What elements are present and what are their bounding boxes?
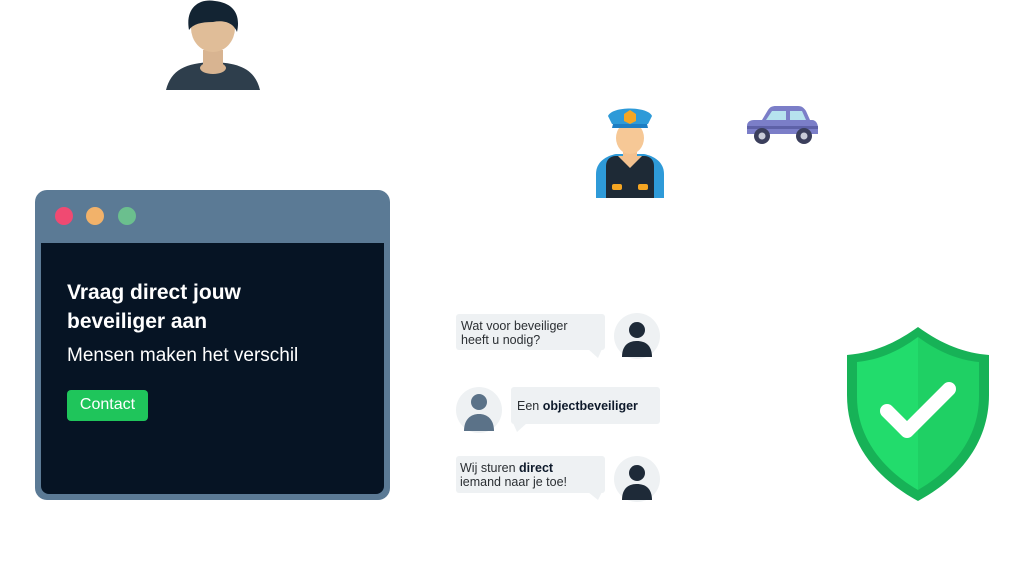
bubble-tail	[513, 423, 527, 432]
car-icon	[747, 106, 818, 144]
chat-text: heeft u nodig?	[461, 333, 541, 347]
hero-headline: Vraag direct jouw beveiliger aan	[67, 278, 367, 336]
user-avatar-icon	[456, 387, 502, 433]
chat-text: Een	[517, 399, 543, 413]
chat-text-bold: direct	[519, 461, 554, 475]
person-icon	[166, 0, 260, 90]
headline-line-1: Vraag direct jouw	[67, 281, 241, 304]
window-content	[41, 243, 384, 494]
contact-button[interactable]: Contact	[67, 390, 148, 421]
chat-bubble-answer: Een objectbeveiliger	[511, 387, 660, 424]
shield-check-icon	[847, 327, 989, 501]
window-dot-red	[55, 207, 73, 225]
chat-text-bold: objectbeveiliger	[542, 399, 638, 413]
chat-bubble-question-2: Wij sturen direct iemand naar je toe!	[456, 456, 605, 493]
user-avatar-icon	[614, 456, 660, 502]
chat-text: Wat voor beveiliger	[461, 319, 568, 333]
user-avatar-icon	[614, 313, 660, 359]
bubble-tail	[588, 492, 602, 500]
bubble-tail	[588, 349, 602, 358]
chat-text: Wij sturen	[460, 461, 520, 475]
headline-line-2: beveiliger aan	[67, 310, 208, 333]
window-dot-green	[118, 207, 136, 225]
chat-bubble-question-1: Wat voor beveiliger heeft u nodig?	[456, 314, 605, 350]
security-guard-icon	[596, 108, 664, 198]
window-dot-yellow	[86, 207, 104, 225]
hero-subline: Mensen maken het verschil	[67, 345, 299, 366]
chat-text: iemand naar je toe!	[460, 475, 568, 489]
